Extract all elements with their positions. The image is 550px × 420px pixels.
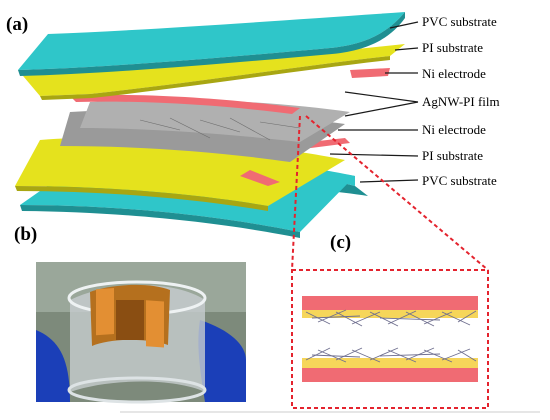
label-ni-electrode-bottom: Ni electrode <box>422 122 486 137</box>
cross-section-diagram <box>302 296 478 382</box>
nanowires-upper <box>305 309 477 327</box>
leader-lines <box>329 21 419 183</box>
flexible-sensor-photo <box>36 262 246 404</box>
pvc-top-rim <box>18 12 405 76</box>
glove-right <box>198 320 246 402</box>
panel-label-c: (c) <box>330 232 351 253</box>
zoom-box <box>291 269 489 409</box>
layer-stack-diagram <box>15 12 405 238</box>
nanowires-lower <box>305 347 477 363</box>
ni-top-electrode <box>70 94 300 114</box>
zoom-callout <box>291 115 489 409</box>
ni-strip-upper <box>302 296 478 310</box>
label-agnw-pi-film: AgNW-PI film <box>422 94 500 109</box>
pi-top-layer <box>18 44 405 96</box>
film-nanowire-texture <box>139 117 301 141</box>
ni-strip-lower <box>302 368 478 382</box>
label-pvc-substrate-top: PVC substrate <box>422 14 497 29</box>
label-pi-substrate-top: PI substrate <box>422 40 483 55</box>
label-pvc-substrate-bottom: PVC substrate <box>422 173 497 188</box>
ni-bottom-electrode-2 <box>240 170 280 186</box>
panel-label-a: (a) <box>6 14 28 35</box>
pi-strip-lower <box>302 358 478 368</box>
ni-top-electrode-tab <box>350 68 390 78</box>
pi-strip-upper <box>302 310 478 318</box>
pvc-top-layer <box>18 12 405 70</box>
pi-bottom-rim <box>15 186 268 211</box>
pi-top-rim <box>40 56 390 100</box>
panel-label-b: (b) <box>14 224 37 245</box>
pvc-bottom-rim <box>20 205 300 238</box>
label-ni-electrode-top: Ni electrode <box>422 66 486 81</box>
glove-left <box>36 330 70 402</box>
label-pi-substrate-bottom: PI substrate <box>422 148 483 163</box>
layer-labels: PVC substrate PI substrate Ni electrode … <box>422 14 500 188</box>
